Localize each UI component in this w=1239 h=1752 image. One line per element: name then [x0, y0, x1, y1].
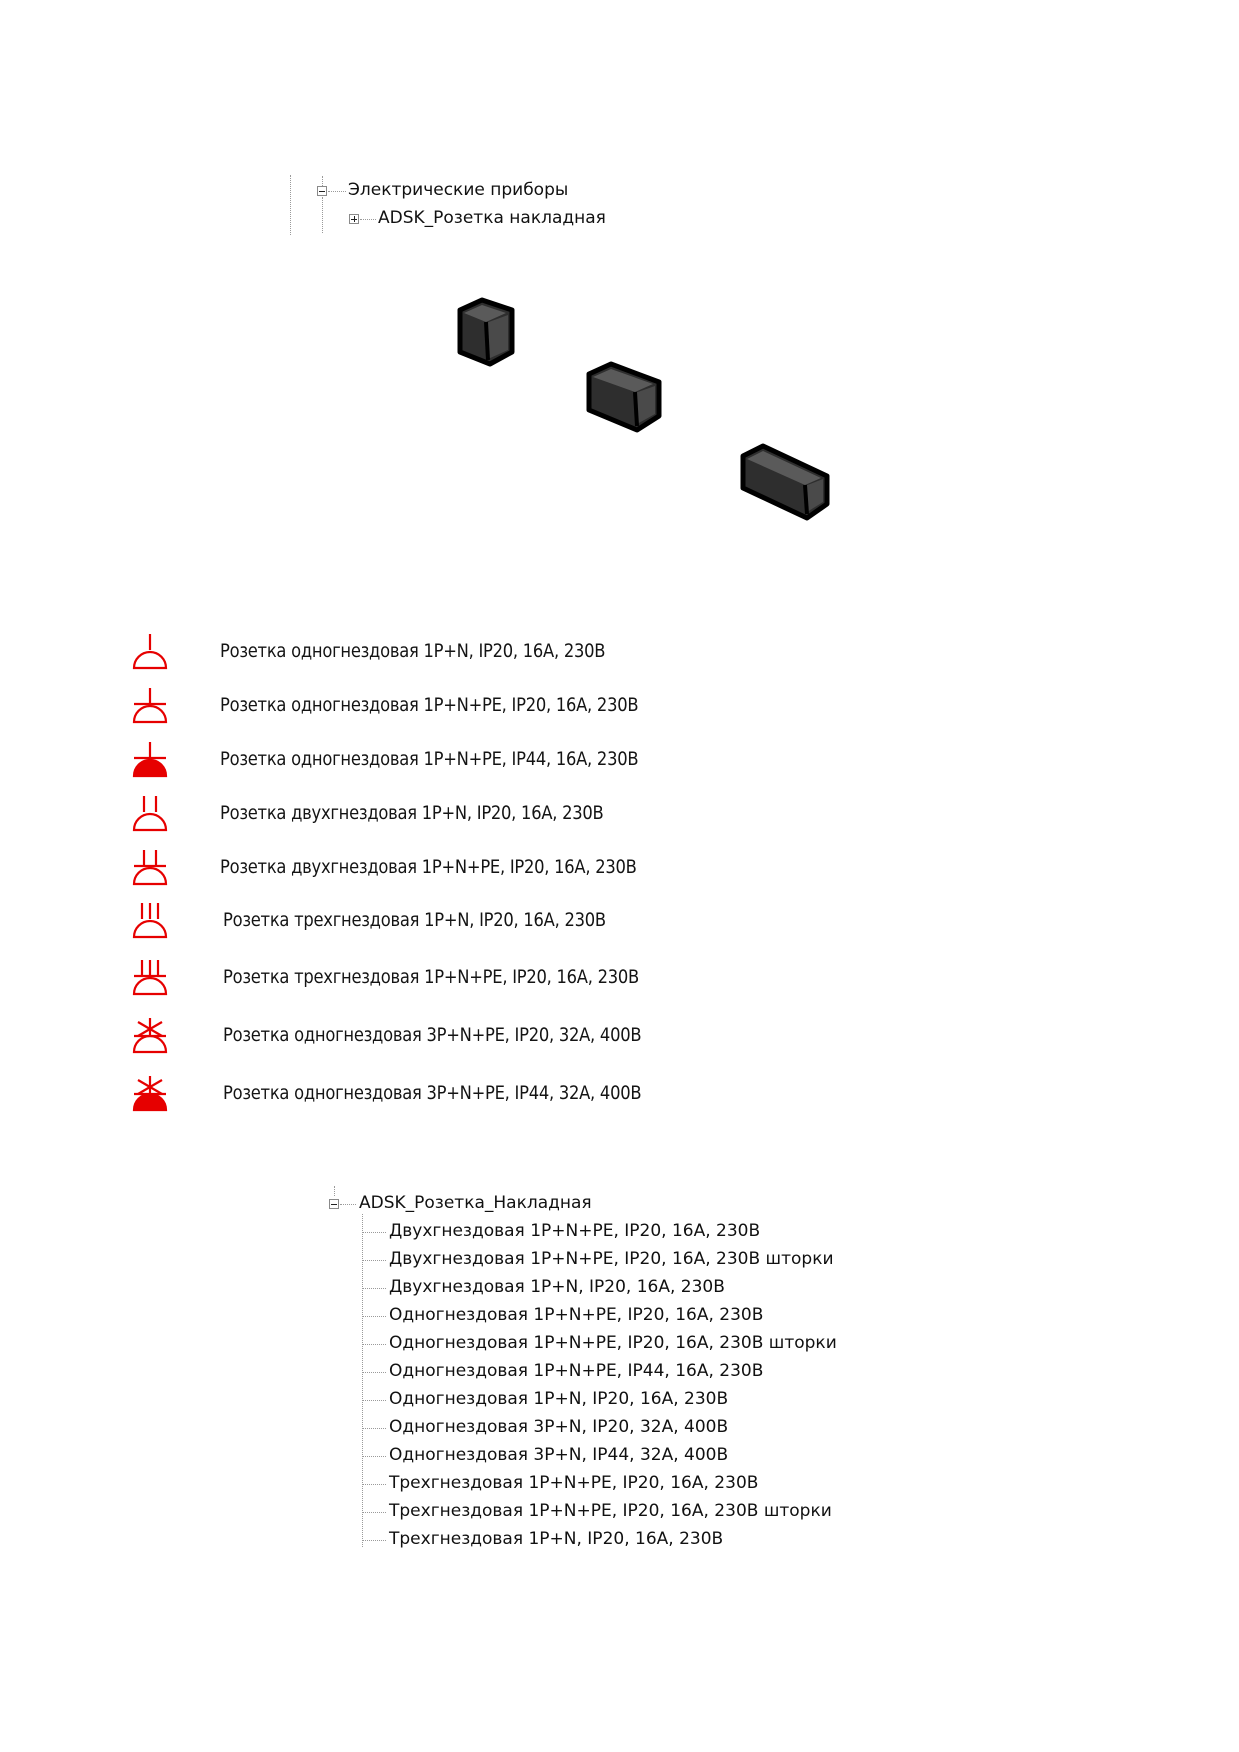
tree-guide-line [322, 176, 323, 188]
legend-item: Розетка двухгнездовая 1P+N+PE, IP20, 16А… [128, 848, 1028, 888]
collapse-icon[interactable] [329, 1199, 339, 1209]
socket-3p-n-pe-icon [132, 1018, 168, 1054]
legend-label: Розетка одногнездовая 3P+N+PE, IP20, 32А… [223, 1024, 642, 1046]
tree-node-type[interactable]: Одногнездовая 3P+N, IP20, 32А, 400В [389, 1417, 729, 1437]
socket-triple-1p-n-pe-icon [132, 960, 168, 996]
legend-label: Розетка одногнездовая 1P+N, IP20, 16А, 2… [220, 640, 606, 662]
legend-item: Розетка одногнездовая 3P+N+PE, IP44, 32А… [128, 1074, 1028, 1114]
socket-3d-single-preview [457, 297, 515, 367]
socket-1p-n-icon [132, 634, 168, 670]
legend-item: Розетка одногнездовая 1P+N, IP20, 16А, 2… [128, 632, 1028, 672]
tree-node-category[interactable]: Электрические приборы [348, 180, 569, 200]
tree-connector [363, 1540, 386, 1541]
tree-node-type[interactable]: Двухгнездовая 1P+N, IP20, 16А, 230В [389, 1277, 725, 1297]
tree-connector [340, 1204, 356, 1205]
tree-connector [363, 1232, 386, 1233]
legend-item: Розетка одногнездовая 1P+N+PE, IP20, 16А… [128, 686, 1028, 726]
tree-node-type[interactable]: Одногнездовая 3P+N, IP44, 32А, 400В [389, 1445, 729, 1465]
legend-label: Розетка трехгнездовая 1P+N, IP20, 16А, 2… [223, 909, 606, 931]
tree-connector [328, 191, 346, 192]
legend-item: Розетка трехгнездовая 1P+N, IP20, 16А, 2… [128, 901, 1028, 941]
socket-1p-n-pe-ip44-icon [132, 742, 168, 778]
legend-label: Розетка двухгнездовая 1P+N+PE, IP20, 16А… [220, 856, 637, 878]
collapse-icon[interactable] [317, 186, 327, 196]
tree-connector [363, 1372, 386, 1373]
legend-label: Розетка одногнездовая 1P+N+PE, IP20, 16А… [220, 694, 639, 716]
tree-guide-line [362, 1214, 363, 1547]
tree-node-type[interactable]: Трехгнездовая 1P+N, IP20, 16А, 230В [389, 1529, 724, 1549]
tree-connector [363, 1400, 386, 1401]
tree-connector [363, 1484, 386, 1485]
tree-guide-line [334, 1186, 335, 1196]
legend-label: Розетка одногнездовая 1P+N+PE, IP44, 16А… [220, 748, 639, 770]
tree-node-type[interactable]: Одногнездовая 1P+N+PE, IP44, 16А, 230В [389, 1361, 764, 1381]
expand-icon[interactable] [349, 214, 359, 224]
socket-3d-double-preview [586, 361, 662, 433]
legend-item: Розетка двухгнездовая 1P+N, IP20, 16А, 2… [128, 794, 1028, 834]
top-project-tree: Электрические приборы ADSK_Розетка накла… [0, 0, 1239, 240]
legend-item: Розетка одногнездовая 3P+N+PE, IP20, 32А… [128, 1016, 1028, 1056]
socket-3d-triple-preview [740, 443, 830, 521]
tree-connector [363, 1428, 386, 1429]
tree-connector [363, 1316, 386, 1317]
tree-node-type[interactable]: Одногнездовая 1P+N+PE, IP20, 16А, 230В [389, 1305, 764, 1325]
tree-connector [363, 1344, 386, 1345]
socket-3p-n-pe-ip44-icon [132, 1076, 168, 1112]
tree-node-type[interactable]: Трехгнездовая 1P+N+PE, IP20, 16А, 230В ш… [389, 1501, 832, 1521]
socket-triple-1p-n-icon [132, 903, 168, 939]
tree-connector [363, 1512, 386, 1513]
tree-node-family[interactable]: ADSK_Розетка накладная [378, 208, 606, 228]
tree-node-type[interactable]: Двухгнездовая 1P+N+PE, IP20, 16А, 230В [389, 1221, 761, 1241]
legend-label: Розетка трехгнездовая 1P+N+PE, IP20, 16А… [223, 966, 639, 988]
tree-node-type[interactable]: Трехгнездовая 1P+N+PE, IP20, 16А, 230В [389, 1473, 759, 1493]
tree-node-family[interactable]: ADSK_Розетка_Накладная [359, 1193, 592, 1213]
tree-guide-line [322, 197, 323, 233]
tree-node-type[interactable]: Двухгнездовая 1P+N+PE, IP20, 16А, 230В ш… [389, 1249, 834, 1269]
tree-node-type[interactable]: Одногнездовая 1P+N+PE, IP20, 16А, 230В ш… [389, 1333, 837, 1353]
legend-item: Розетка трехгнездовая 1P+N+PE, IP20, 16А… [128, 958, 1028, 998]
socket-1p-n-pe-icon [132, 688, 168, 724]
tree-guide-line [290, 175, 291, 235]
socket-double-1p-n-icon [132, 796, 168, 832]
legend-label: Розетка двухгнездовая 1P+N, IP20, 16А, 2… [220, 802, 604, 824]
legend-item: Розетка одногнездовая 1P+N+PE, IP44, 16А… [128, 740, 1028, 780]
tree-connector [363, 1456, 386, 1457]
legend-label: Розетка одногнездовая 3P+N+PE, IP44, 32А… [223, 1082, 642, 1104]
tree-connector [363, 1288, 386, 1289]
tree-connector [360, 219, 376, 220]
tree-node-type[interactable]: Одногнездовая 1P+N, IP20, 16А, 230В [389, 1389, 729, 1409]
tree-connector [363, 1260, 386, 1261]
socket-double-1p-n-pe-icon [132, 850, 168, 886]
